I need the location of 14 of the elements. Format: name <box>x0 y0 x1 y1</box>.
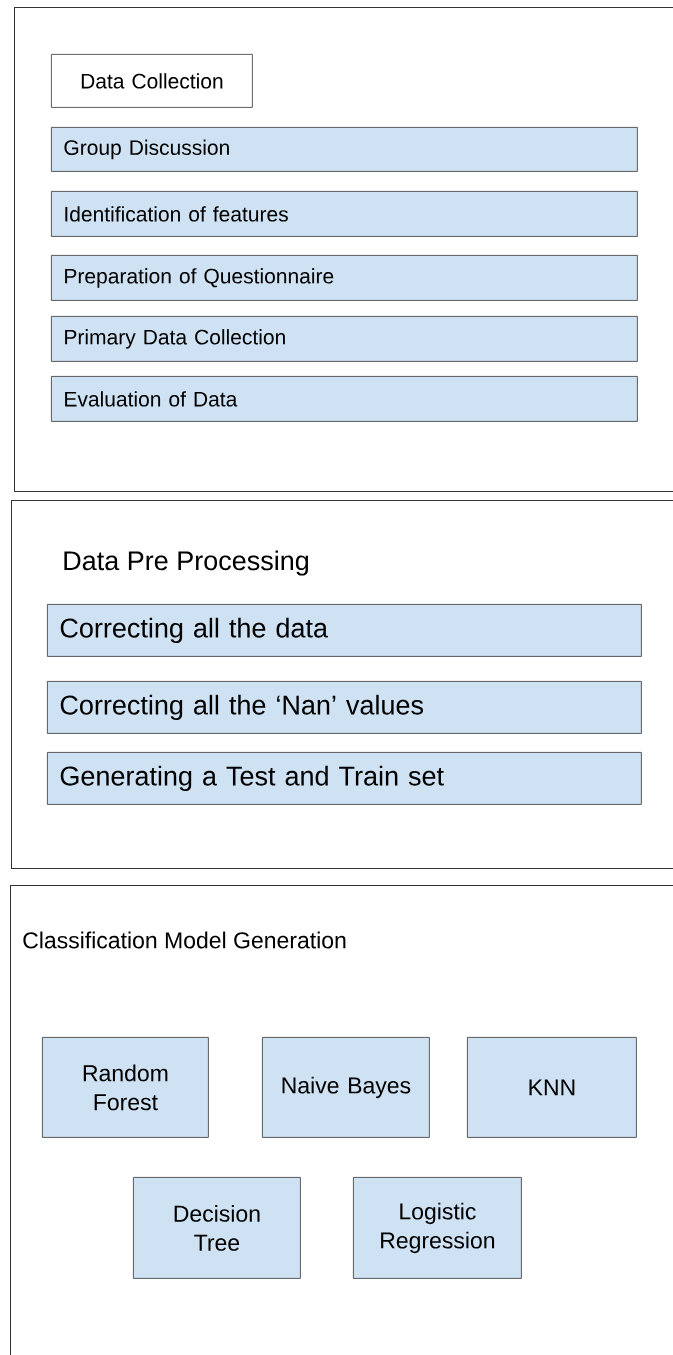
process-box: Generating a Test and Train set <box>47 752 642 805</box>
process-box: Data Collection <box>51 54 253 108</box>
process-box: Evaluation of Data <box>51 376 638 422</box>
process-box: Identification of features <box>51 191 638 237</box>
process-box: Correcting all the ‘Nan’ values <box>47 681 642 734</box>
process-box: Naive Bayes <box>262 1037 430 1138</box>
process-box: Random Forest <box>42 1037 209 1138</box>
process-box: KNN <box>467 1037 637 1138</box>
process-box: Decision Tree <box>133 1177 301 1279</box>
process-box: Logistic Regression <box>353 1177 522 1279</box>
process-box: Primary Data Collection <box>51 316 638 362</box>
process-box: Preparation of Questionnaire <box>51 255 638 301</box>
process-box: Correcting all the data <box>47 604 642 657</box>
process-box: Group Discussion <box>51 127 638 172</box>
